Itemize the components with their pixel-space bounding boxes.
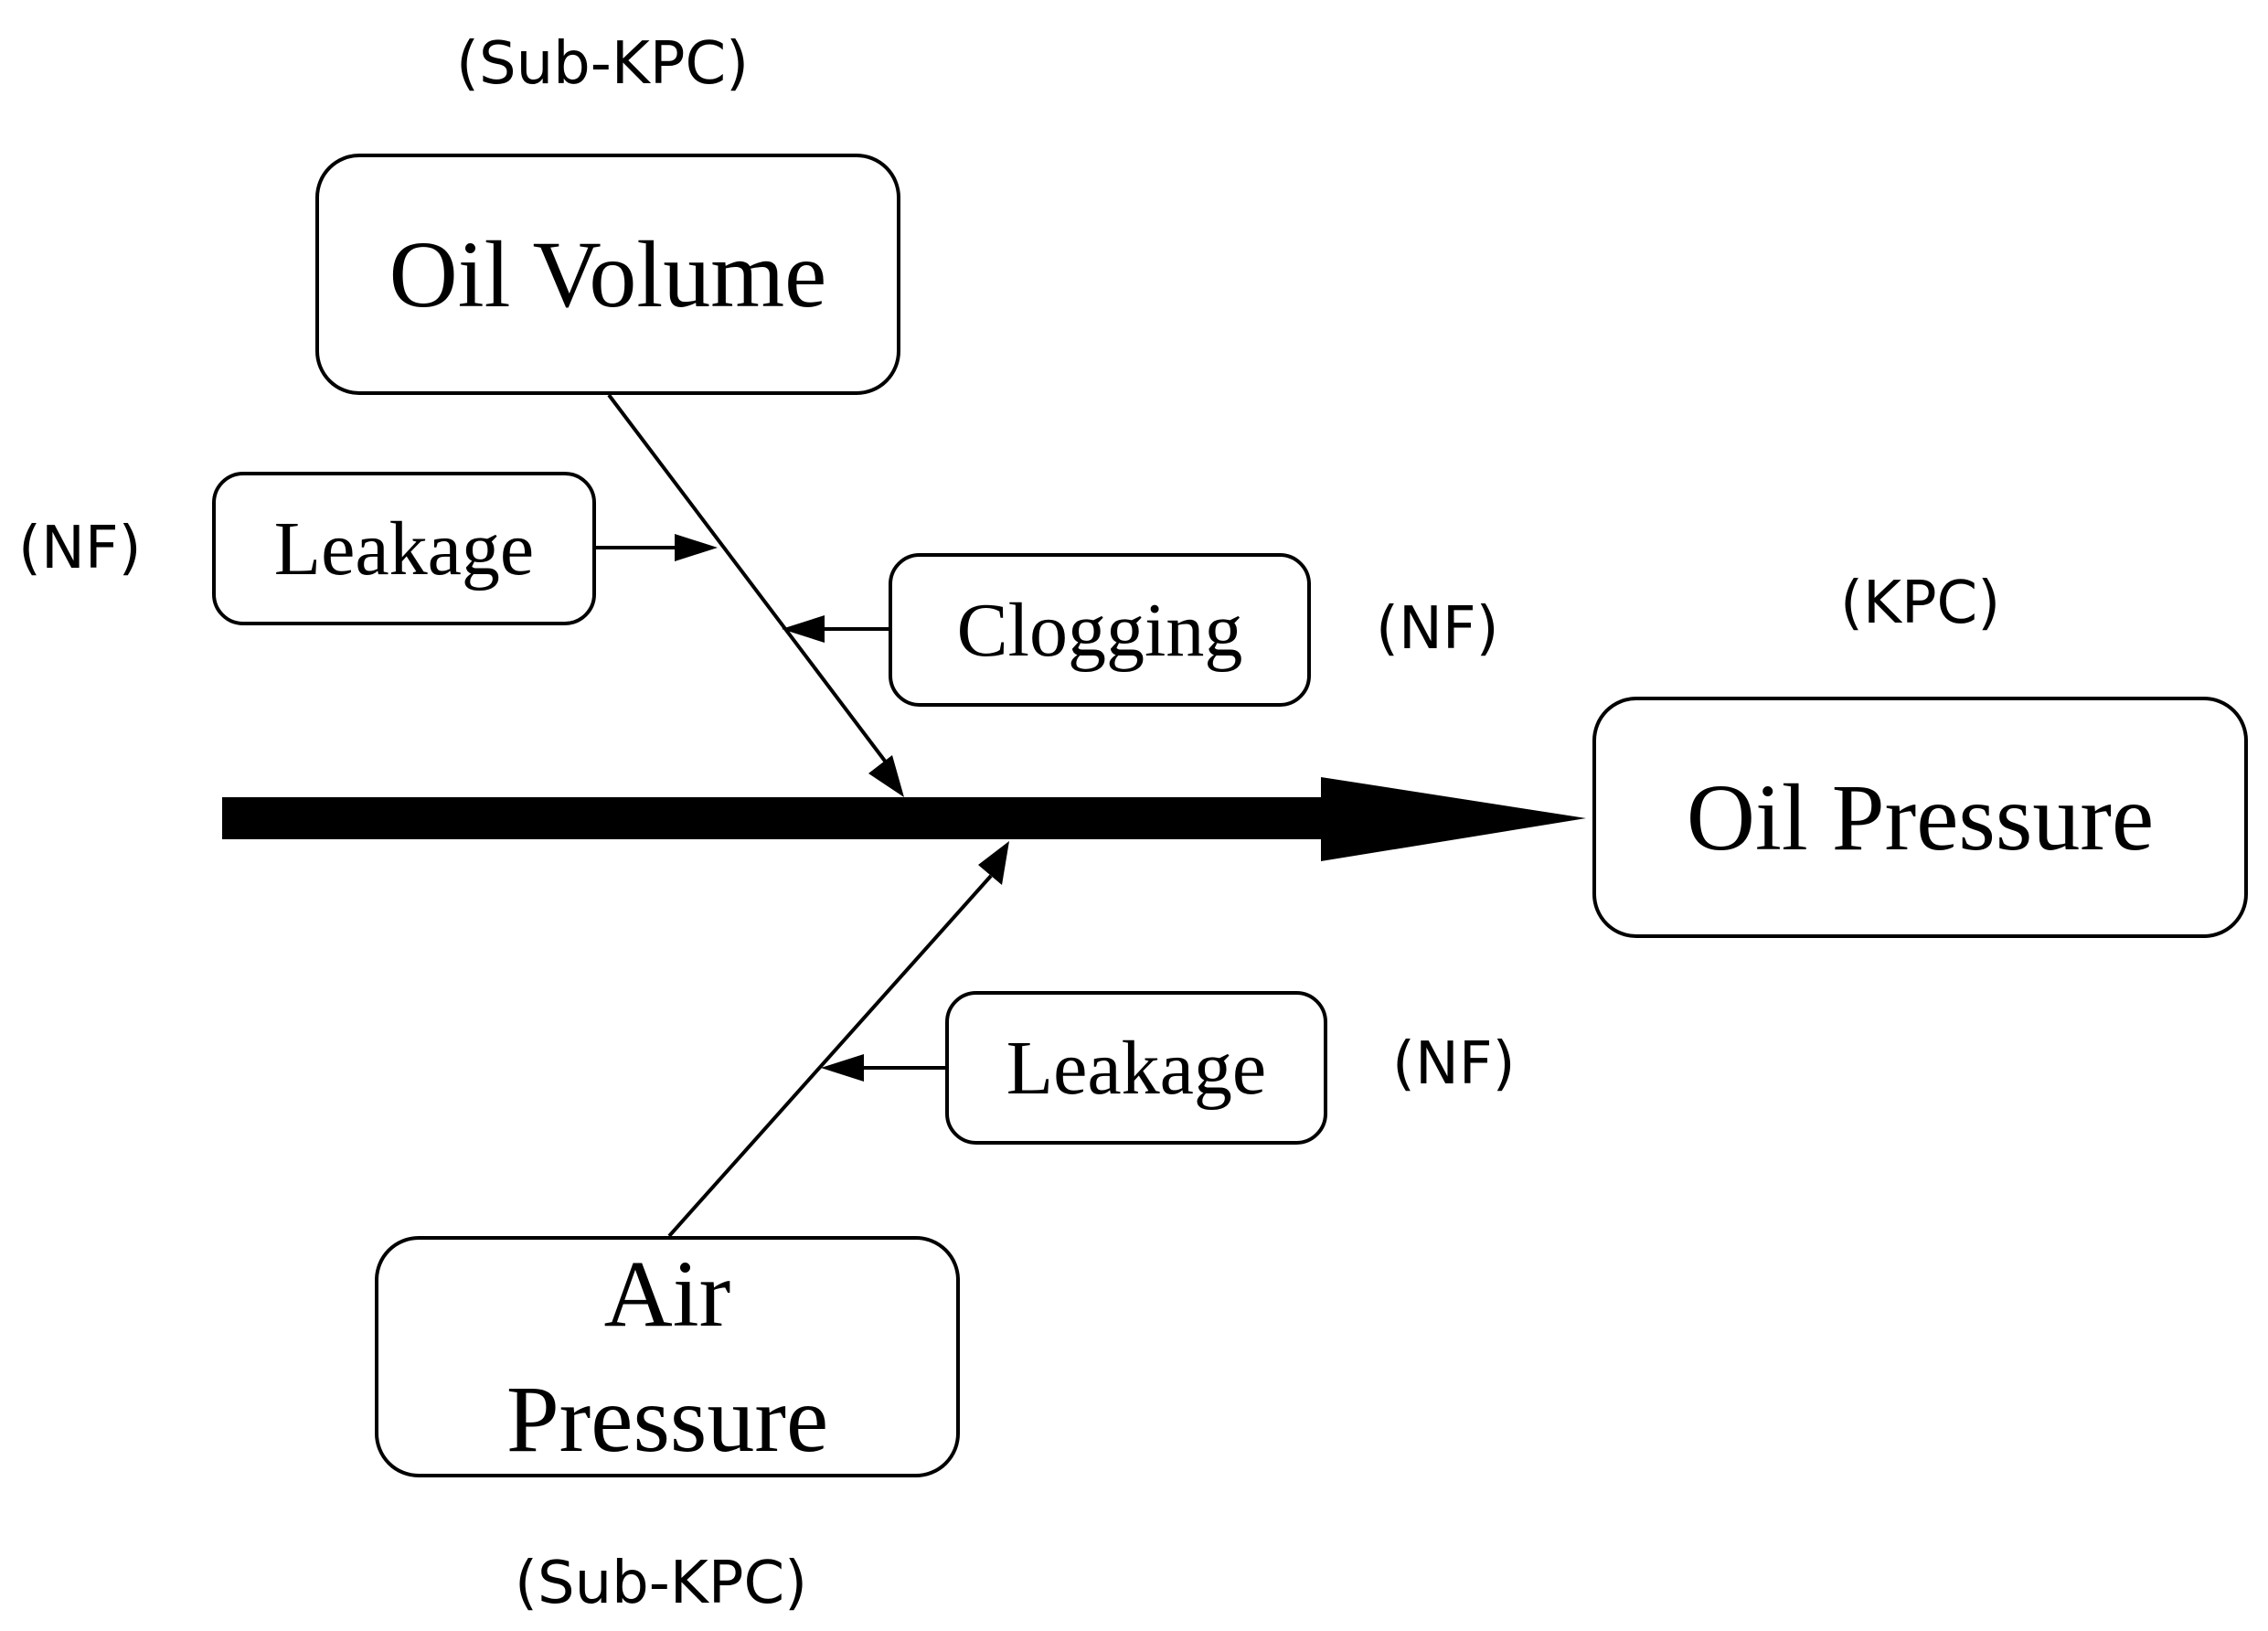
oil-pressure-tag: (KPC) — [1840, 570, 2001, 637]
leakage-bottom-arrowhead — [821, 1054, 864, 1082]
clogging-label: Clogging — [956, 587, 1243, 673]
oil-pressure-label: Oil Pressure — [1686, 764, 2155, 870]
oil-volume-branch-line — [607, 393, 889, 765]
leakage-top-node: Leakage — [212, 472, 596, 625]
leakage-top-arrowhead — [675, 534, 718, 561]
leakage-bottom-label: Leakage — [1006, 1025, 1267, 1111]
main-spine-shaft — [222, 797, 1333, 839]
air-pressure-node: Air Pressure — [375, 1236, 960, 1477]
oil-volume-node: Oil Volume — [315, 154, 900, 395]
oil-volume-tag: (Sub-KPC) — [456, 30, 750, 98]
oil-volume-label: Oil Volume — [389, 221, 827, 327]
leakage-top-tag: (NF) — [18, 515, 142, 582]
clogging-node: Clogging — [889, 553, 1311, 707]
main-spine-arrowhead — [1321, 777, 1586, 861]
air-pressure-tag: (Sub-KPC) — [515, 1550, 808, 1617]
clogging-tag: (NF) — [1376, 595, 1499, 663]
air-pressure-branch-line — [667, 874, 993, 1238]
oil-pressure-node: Oil Pressure — [1592, 697, 2248, 938]
oil-volume-branch-arrowhead — [868, 755, 904, 797]
clogging-arrowhead — [782, 615, 825, 643]
leakage-top-label: Leakage — [273, 506, 535, 592]
leakage-bottom-tag: (NF) — [1392, 1030, 1516, 1098]
air-pressure-label: Air Pressure — [506, 1241, 829, 1472]
air-pressure-branch-arrowhead — [978, 841, 1009, 885]
leakage-bottom-node: Leakage — [945, 991, 1327, 1145]
